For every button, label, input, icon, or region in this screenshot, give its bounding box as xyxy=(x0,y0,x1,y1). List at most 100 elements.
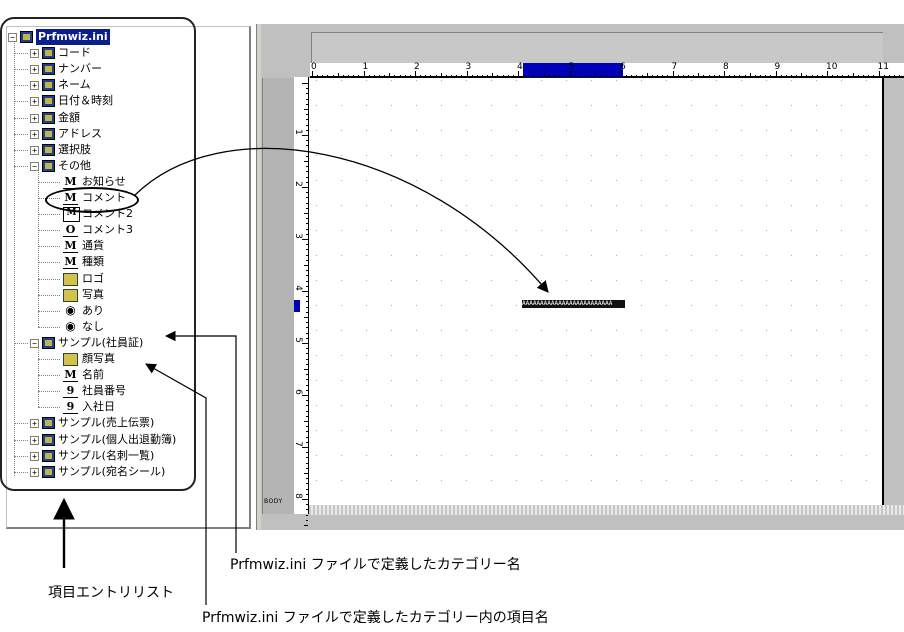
ruler-tick xyxy=(548,75,550,77)
tree-category[interactable]: +アドレス xyxy=(0,126,190,142)
ruler-tick xyxy=(304,473,308,474)
tree-category[interactable]: +選択肢 xyxy=(0,142,190,158)
ruler-tick xyxy=(306,363,308,365)
ruler-selection-v xyxy=(294,300,300,312)
ruler-tick xyxy=(883,75,885,77)
expand-icon[interactable]: + xyxy=(30,49,39,59)
ruler-tick xyxy=(471,75,473,77)
ruler-tick xyxy=(304,525,308,526)
section-gutter xyxy=(262,78,295,514)
ruler-tick xyxy=(306,197,308,199)
ruler-tick xyxy=(306,155,308,157)
folder-icon xyxy=(42,63,55,76)
ruler-tick xyxy=(703,75,705,77)
tree-connector xyxy=(38,262,60,264)
ruler-tick xyxy=(302,187,308,188)
ruler-tick xyxy=(306,384,308,386)
placed-comment-field[interactable]: AAAAAAAAAAAAAAAAAAAAAAAAA xyxy=(522,300,625,308)
tree-connector xyxy=(14,133,28,135)
tree-item[interactable]: ◉なし xyxy=(0,319,190,335)
tree-category[interactable]: −サンプル(社員証) xyxy=(0,335,190,351)
tree-category[interactable]: +コード xyxy=(0,45,190,61)
ruler-tick xyxy=(610,75,612,77)
collapse-icon[interactable]: − xyxy=(30,161,39,171)
ruler-tick xyxy=(615,75,617,77)
ruler-tick xyxy=(559,75,561,77)
tree-category[interactable]: −その他 xyxy=(0,158,190,174)
tree-item[interactable]: 顔写真 xyxy=(0,351,190,367)
tree-item[interactable]: ロゴ xyxy=(0,271,190,287)
expand-icon[interactable]: + xyxy=(30,65,39,75)
design-canvas[interactable] xyxy=(309,78,884,507)
ruler-number: 11 xyxy=(877,62,889,72)
tree-category[interactable]: +サンプル(名刺一覧) xyxy=(0,448,190,464)
ruler-tick xyxy=(456,75,458,77)
ruler-tick xyxy=(481,75,483,77)
expand-icon[interactable]: + xyxy=(30,97,39,107)
expand-icon[interactable]: + xyxy=(30,467,39,477)
ruler-tick xyxy=(806,75,808,77)
expand-icon[interactable]: + xyxy=(30,145,39,155)
ruler-tick xyxy=(306,431,308,433)
tree-category[interactable]: +ナンバー xyxy=(0,61,190,77)
ruler-tick xyxy=(873,75,875,77)
ruler-tick xyxy=(796,75,798,77)
ruler-tick xyxy=(739,75,741,77)
tree-category-label: サンプル(個人出退勤簿) xyxy=(58,432,177,446)
tree-category-label: サンプル(宛名シール) xyxy=(58,464,166,478)
expand-icon[interactable]: + xyxy=(30,113,39,123)
tree-connector xyxy=(14,423,28,425)
ruler-tick xyxy=(569,71,571,77)
ruler-tick xyxy=(476,75,478,77)
ruler-tick xyxy=(312,71,313,77)
folder-icon xyxy=(42,127,55,140)
tree-category[interactable]: + サンプル(宛名シール) xyxy=(0,464,190,480)
ruler-tick xyxy=(636,75,638,77)
expand-icon[interactable]: + xyxy=(30,129,39,139)
ruler-tick xyxy=(306,441,308,443)
tree-connector xyxy=(38,407,60,409)
ruler-tick xyxy=(306,254,308,256)
expand-icon[interactable]: + xyxy=(30,419,39,429)
ruler-number: 4 xyxy=(517,62,523,72)
ruler-tick xyxy=(801,73,803,77)
item-entry-list: −Prfmwiz.ini+コード+ナンバー+ネーム+日付＆時刻+金額+アドレス+… xyxy=(0,0,251,530)
ruler-tick xyxy=(306,462,308,464)
tree-category[interactable]: +日付＆時刻 xyxy=(0,93,190,109)
ruler-tick xyxy=(765,75,767,77)
tree-category[interactable]: +サンプル(売上伝票) xyxy=(0,415,190,431)
collapse-icon[interactable]: − xyxy=(8,33,17,42)
ruler-tick xyxy=(373,75,375,77)
ruler-tick xyxy=(306,311,308,313)
ruler-tick xyxy=(698,73,700,77)
tree-item[interactable]: ◉あり xyxy=(0,303,190,319)
tree-category[interactable]: +金額 xyxy=(0,110,190,126)
tree-item[interactable]: 写真 xyxy=(0,287,190,303)
expand-icon[interactable]: + xyxy=(30,451,39,461)
ruler-selection-h xyxy=(523,63,623,78)
tree-category[interactable]: + サンプル(個人出退勤簿) xyxy=(0,432,190,448)
designer-header-strip xyxy=(311,32,883,65)
ruler-number: 6 xyxy=(292,389,303,395)
tree-item[interactable]: −Prfmwiz.ini xyxy=(0,29,190,45)
folder-icon xyxy=(20,31,33,43)
ruler-tick xyxy=(306,93,308,95)
tree-category[interactable]: +ネーム xyxy=(0,77,190,93)
collapse-icon[interactable]: − xyxy=(30,338,39,348)
ruler-tick xyxy=(852,73,854,77)
ruler-number: 2 xyxy=(292,181,303,187)
tree-item-label: なし xyxy=(82,319,104,333)
ruler-number: 7 xyxy=(671,62,678,72)
ruler-tick xyxy=(306,405,308,407)
expand-icon[interactable]: + xyxy=(30,81,39,91)
ruler-number: 8 xyxy=(723,62,729,72)
ruler-tick xyxy=(306,337,308,339)
expand-icon[interactable]: + xyxy=(30,435,39,445)
